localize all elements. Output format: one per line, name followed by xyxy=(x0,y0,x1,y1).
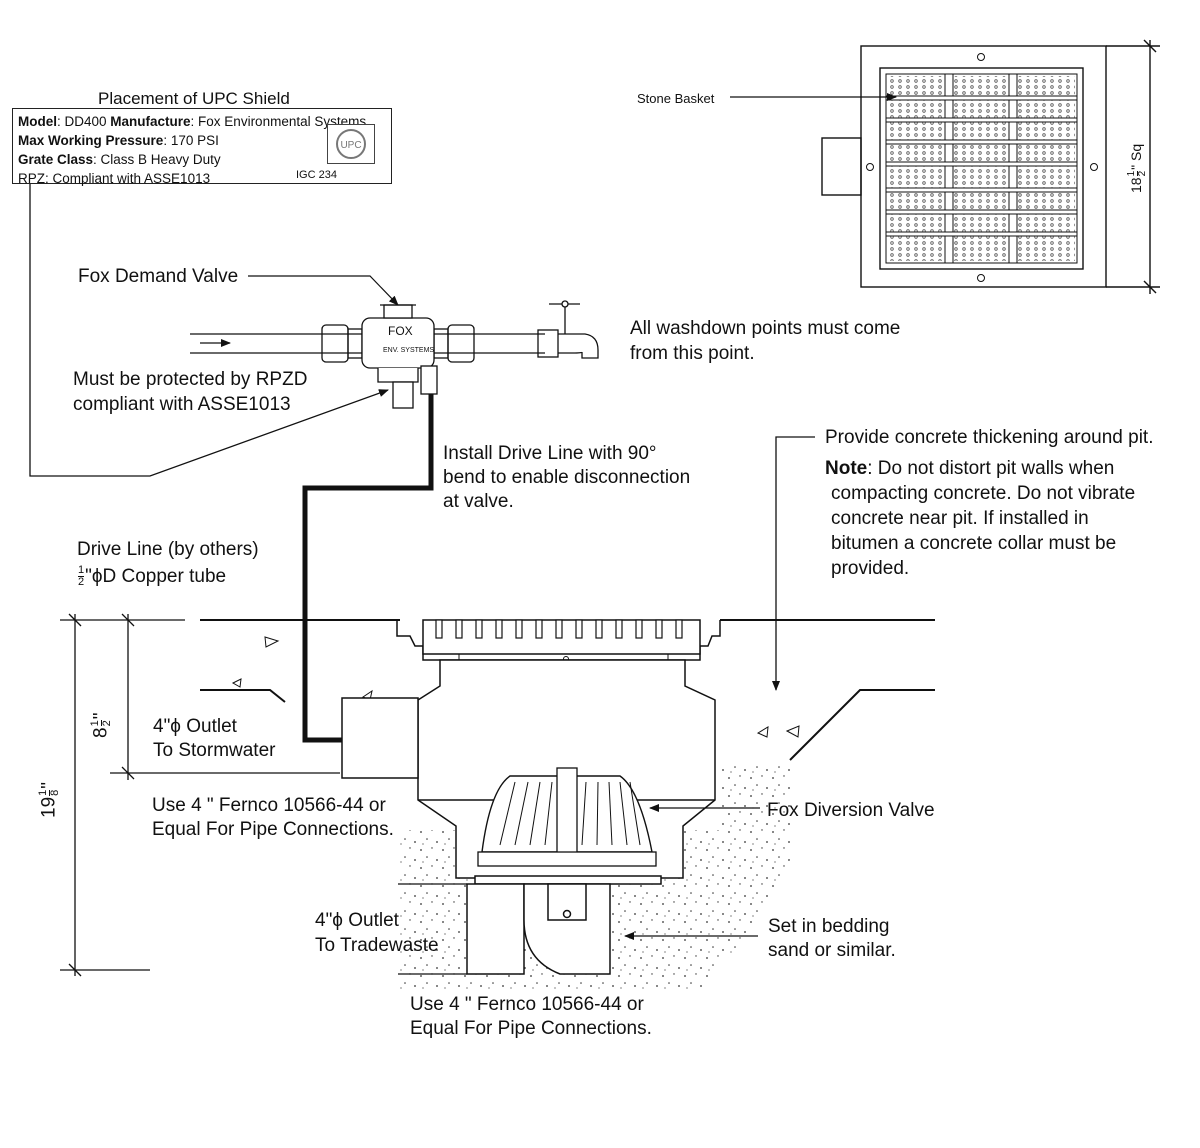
washdown-line-2: from this point. xyxy=(630,343,755,364)
grate-key: Grate Class xyxy=(18,152,94,167)
valve-brand-sub: ENV. SYSTEMS xyxy=(383,347,435,354)
note-line-4: bitumen a concrete collar must be xyxy=(831,533,1117,554)
washdown-line-1: All washdown points must come xyxy=(630,318,901,339)
demand-valve-label: Fox Demand Valve xyxy=(78,266,239,287)
note-line-2: compacting concrete. Do not vibrate xyxy=(831,483,1136,504)
grate-teeth xyxy=(435,619,683,639)
concrete-line-1: Provide concrete thickening around pit. xyxy=(825,427,1154,448)
rpzd-line-2: compliant with ASSE1013 xyxy=(73,394,291,415)
drive-line xyxy=(302,394,434,743)
valve-leader xyxy=(248,275,399,306)
igc-code: IGC 234 xyxy=(296,169,337,181)
plate-grate-line: Grate Class: Class B Heavy Duty xyxy=(18,150,391,169)
upc-shield-plate: Model: DD400 Manufacture: Fox Environmen… xyxy=(12,108,392,186)
storm-outlet-line-1: 4"ϕ Outlet xyxy=(153,716,237,737)
stone-basket-label: Stone Basket xyxy=(637,91,715,106)
note-line-1: Note: Do not distort pit walls when xyxy=(825,458,1115,479)
trade-fernco-1: Use 4 " Fernco 10566-44 or xyxy=(410,994,644,1015)
manufacture-key: Manufacture xyxy=(110,114,191,129)
plate-model-line: Model: DD400 Manufacture: Fox Environmen… xyxy=(18,112,391,131)
install-line-3: at valve. xyxy=(443,491,514,512)
bedding-line-1: Set in bedding xyxy=(768,916,890,937)
plate-pressure-line: Max Working Pressure: 170 PSI xyxy=(18,131,391,150)
trade-outlet-line-2: To Tradewaste xyxy=(315,935,439,956)
note-line-5: provided. xyxy=(831,558,910,579)
storm-fernco-1: Use 4 " Fernco 10566-44 or xyxy=(152,795,386,816)
trade-outlet-line-1: 4"ϕ Outlet xyxy=(315,910,399,931)
supply-pipe xyxy=(190,300,599,409)
install-line-2: bend to enable disconnection xyxy=(443,467,691,488)
drive-line-title: Drive Line (by others) xyxy=(77,539,259,560)
install-line-1: Install Drive Line with 90° xyxy=(443,443,657,464)
grate-value: : Class B Heavy Duty xyxy=(93,152,221,167)
manufacture-value: : Fox Environmental Systems xyxy=(190,114,367,129)
model-value: : DD400 xyxy=(57,114,111,129)
bedding-line-2: sand or similar. xyxy=(768,940,896,961)
grate-plan-view xyxy=(821,39,1160,294)
diversion-valve-dome xyxy=(477,767,657,867)
storm-fernco-2: Equal For Pipe Connections. xyxy=(152,819,394,840)
height-dimensions xyxy=(60,613,467,977)
pressure-value: : 170 PSI xyxy=(163,133,219,148)
shield-leader xyxy=(29,184,389,477)
model-key: Model xyxy=(18,114,57,129)
upc-logo-icon: UPC xyxy=(327,124,375,164)
concrete-section xyxy=(200,619,935,761)
callout-leaders xyxy=(624,436,815,940)
pressure-key: Max Working Pressure xyxy=(18,133,164,148)
upc-logo-text: UPC xyxy=(340,140,361,151)
diversion-valve-label: Fox Diversion Valve xyxy=(767,800,935,821)
trade-fernco-2: Equal For Pipe Connections. xyxy=(410,1018,652,1039)
note-line-3: concrete near pit. If installed in xyxy=(831,508,1089,529)
storm-outlet-line-2: To Stormwater xyxy=(153,740,276,761)
shield-title: Placement of UPC Shield xyxy=(98,89,290,108)
rpzd-line-1: Must be protected by RPZD xyxy=(73,369,308,390)
plate-rpz-line: RPZ: Compliant with ASSE1013 xyxy=(18,171,211,186)
valve-brand: FOX xyxy=(388,324,413,338)
